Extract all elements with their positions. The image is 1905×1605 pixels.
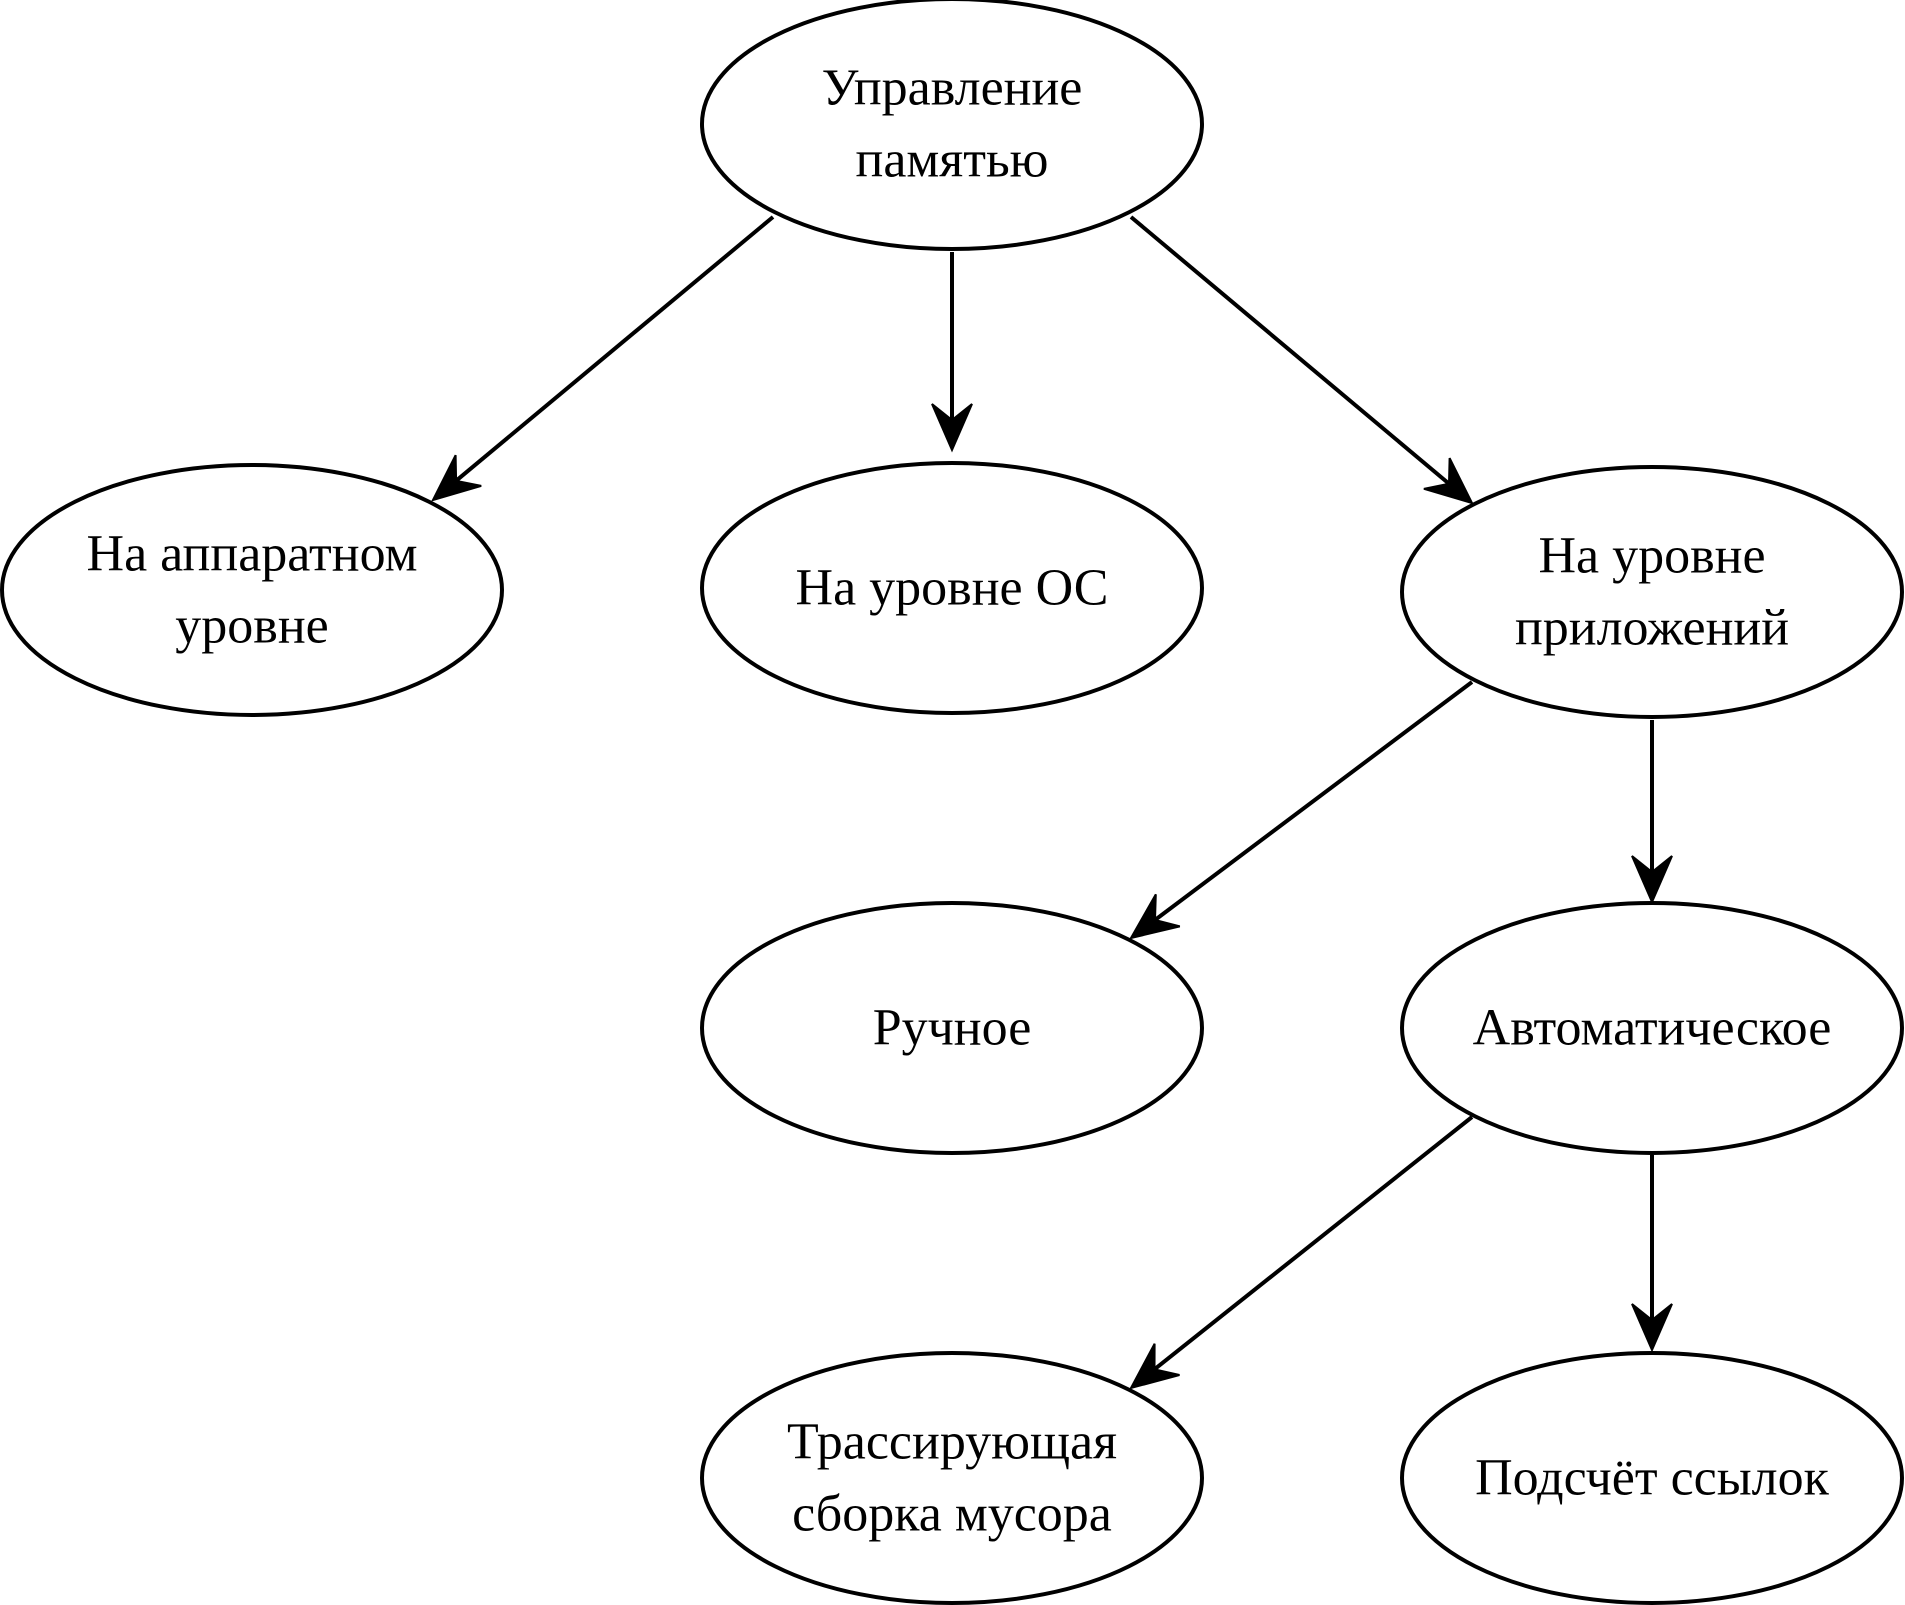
edge-apps-automatic — [1631, 720, 1673, 905]
edge-automatic-refcount — [1631, 1155, 1673, 1353]
node-label: На уровне ОС — [796, 560, 1109, 617]
node-ellipse — [1400, 465, 1904, 719]
edges-layer — [431, 215, 1673, 1390]
node-ellipse — [0, 463, 504, 717]
node-label-line: На уровне — [1538, 528, 1765, 585]
edge-line — [1153, 1115, 1474, 1371]
arrowhead-icon — [1129, 1343, 1180, 1390]
edge-automatic-tracing — [1129, 1115, 1474, 1390]
node-label-line: На уровне ОС — [796, 560, 1109, 617]
node-label-line: Управление — [822, 60, 1083, 117]
node-label: На аппаратном уровне — [87, 526, 418, 655]
node-root: Управление памятью — [700, 0, 1204, 251]
node-ellipse — [700, 901, 1204, 1155]
node-automatic: Автоматическое — [1400, 901, 1904, 1155]
arrowhead-icon — [1128, 893, 1181, 940]
node-ellipse — [1400, 1351, 1904, 1605]
arrowhead-icon — [931, 403, 973, 453]
node-apps: На уровне приложений — [1400, 465, 1904, 719]
node-label: Автоматическое — [1473, 1000, 1832, 1057]
edge-root-hardware — [431, 215, 775, 502]
node-refcount: Подсчёт ссылок — [1400, 1351, 1904, 1605]
node-label-line: памятью — [855, 132, 1048, 189]
node-ellipse — [700, 0, 1204, 251]
node-label-line: приложений — [1515, 600, 1789, 657]
edge-apps-manual — [1128, 680, 1474, 940]
node-hardware: На аппаратном уровне — [0, 463, 504, 717]
node-manual: Ручное — [700, 901, 1204, 1155]
node-label: На уровне приложений — [1515, 528, 1789, 657]
node-ellipse — [700, 461, 1204, 715]
node-label-line: Автоматическое — [1473, 1000, 1832, 1057]
arrowhead-icon — [1631, 1303, 1673, 1353]
arrowhead-icon — [431, 454, 482, 502]
edge-line — [454, 215, 775, 483]
node-label: Трассирующая сборка мусора — [787, 1414, 1117, 1543]
edge-root-os — [931, 252, 973, 453]
node-label-line: Ручное — [873, 1000, 1032, 1057]
node-label-line: уровне — [175, 598, 328, 655]
arrowhead-icon — [1423, 457, 1474, 505]
edge-root-apps — [1129, 215, 1474, 505]
node-label-line: сборка мусора — [792, 1486, 1112, 1543]
node-label-line: Трассирующая — [787, 1414, 1117, 1471]
node-label: Подсчёт ссылок — [1475, 1450, 1830, 1507]
node-label-line: На аппаратном — [87, 526, 418, 583]
node-ellipse — [700, 1351, 1204, 1605]
edge-line — [1153, 680, 1474, 922]
node-tracing: Трассирующая сборка мусора — [700, 1351, 1204, 1605]
node-ellipse — [1400, 901, 1904, 1155]
node-os: На уровне ОС — [700, 461, 1204, 715]
node-label: Ручное — [873, 1000, 1032, 1057]
node-label-line: Подсчёт ссылок — [1475, 1450, 1830, 1507]
node-label: Управление памятью — [822, 60, 1083, 189]
arrowhead-icon — [1631, 855, 1673, 905]
edge-line — [1129, 215, 1451, 486]
